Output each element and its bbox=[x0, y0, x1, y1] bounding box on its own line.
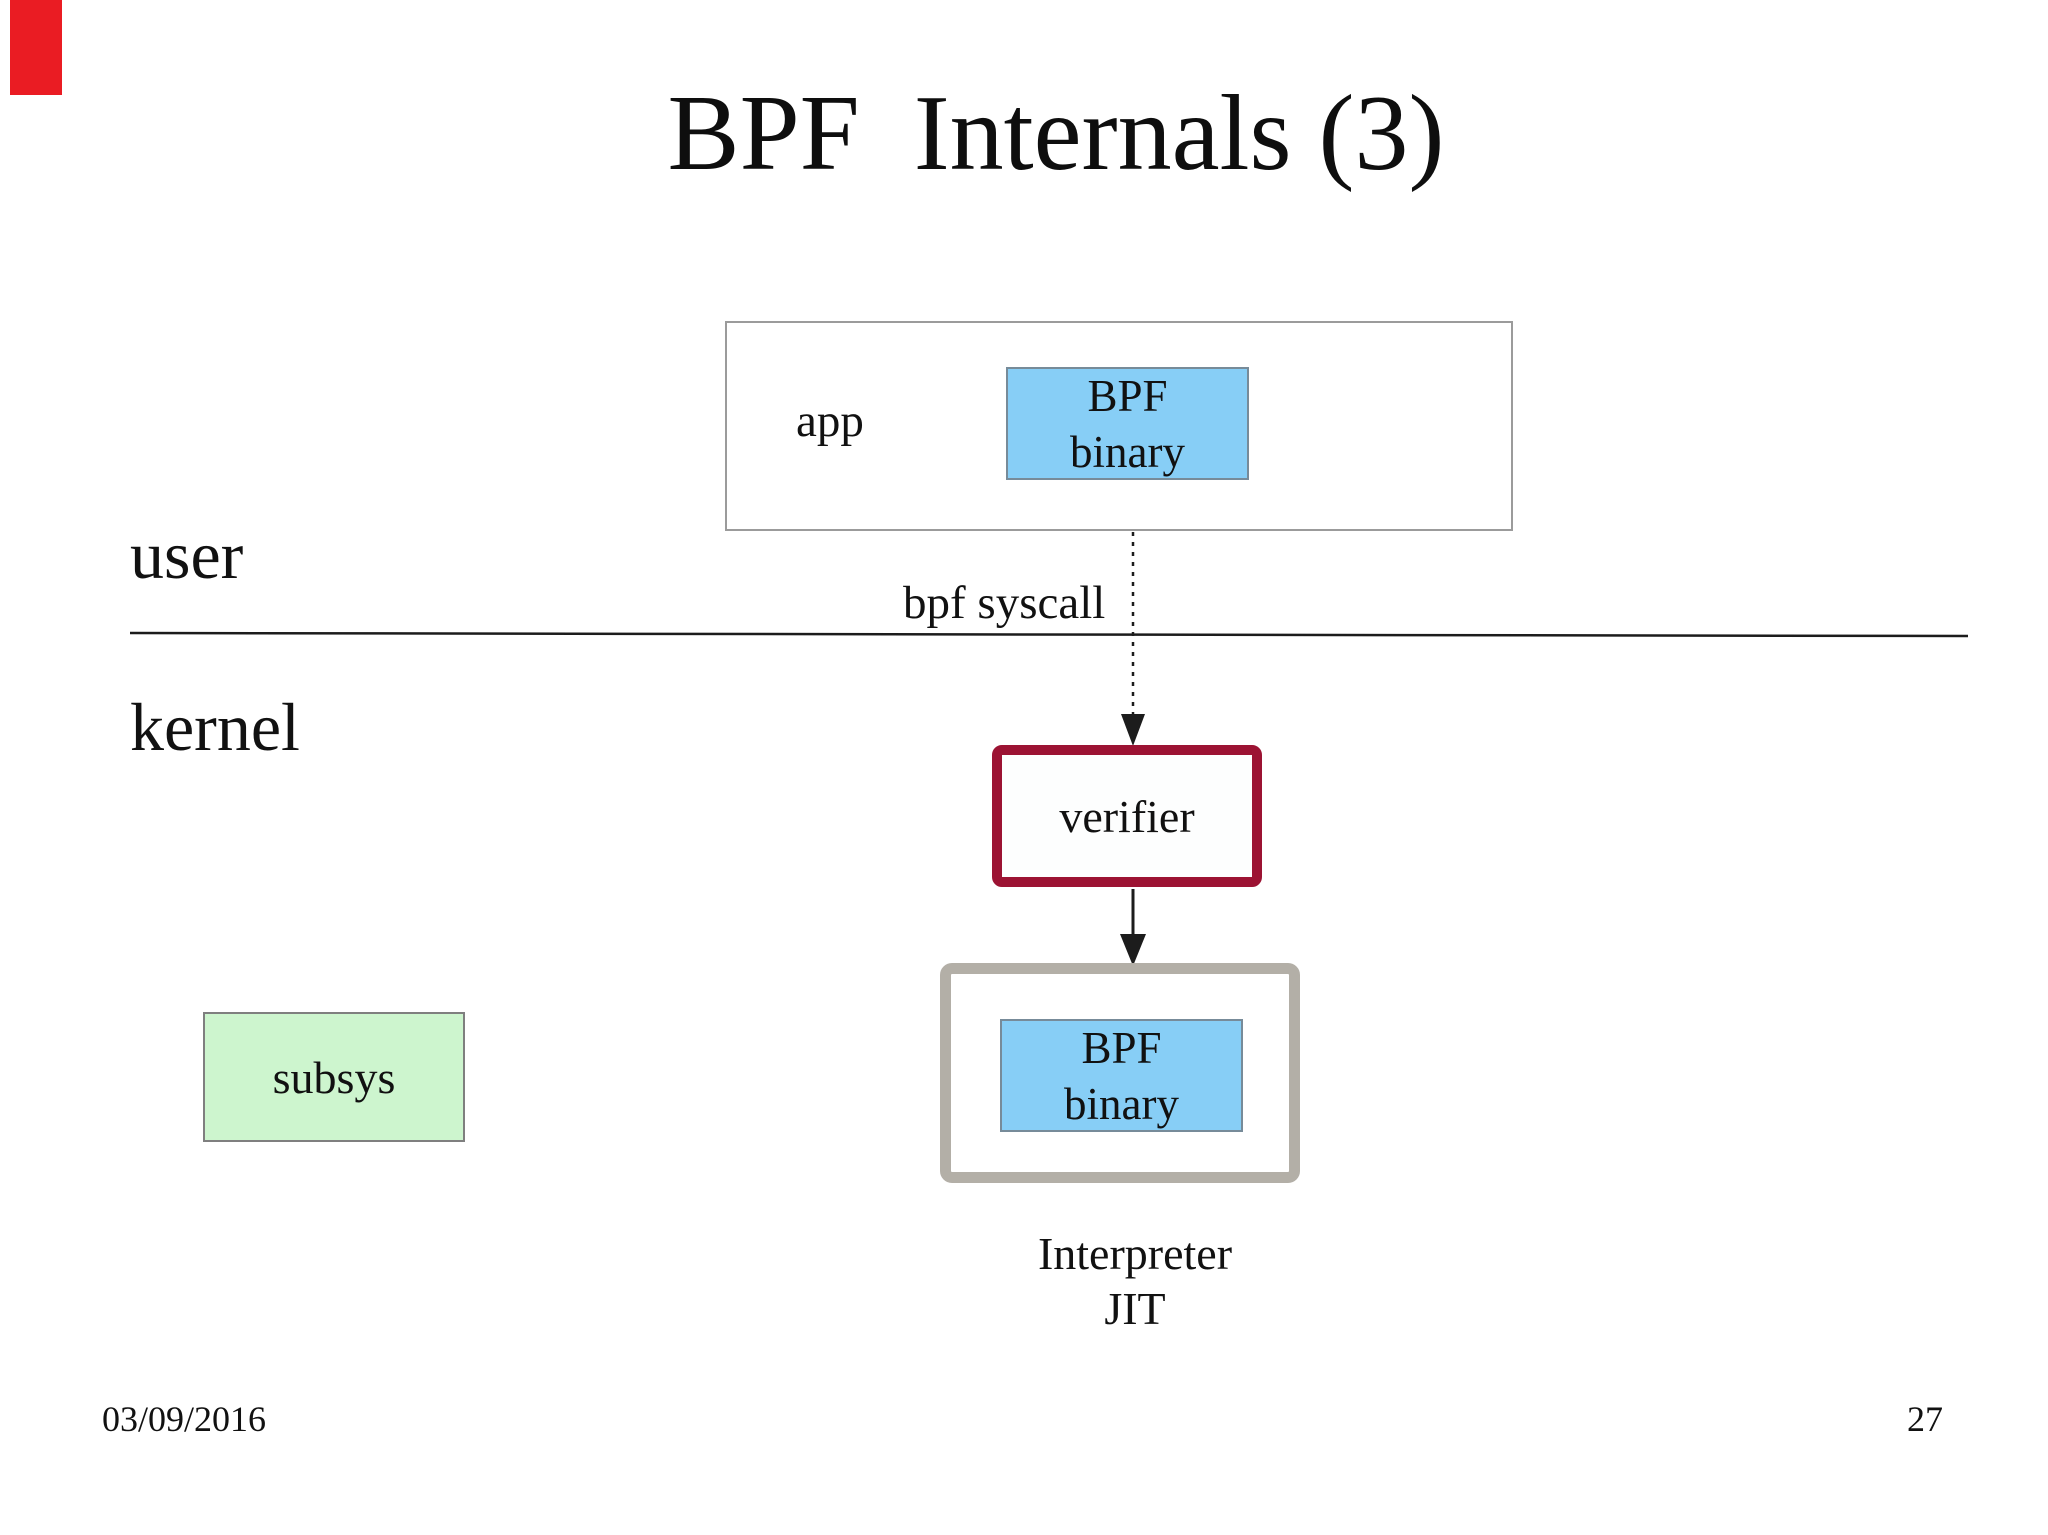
interpreter-caption: Interpreter bbox=[1037, 1228, 1233, 1279]
bpf-syscall-arrowhead bbox=[1121, 714, 1145, 746]
red-corner-marker bbox=[10, 0, 62, 95]
bpf-syscall-label: bpf syscall bbox=[903, 577, 1106, 629]
bpf-binary-line2: binary bbox=[1070, 426, 1185, 477]
app-label: app bbox=[796, 395, 864, 447]
user-region-label: user bbox=[130, 517, 244, 593]
bpf-binary-box-kernel: BPF binary bbox=[1000, 1019, 1243, 1132]
jit-caption: JIT bbox=[1104, 1283, 1166, 1334]
verifier-box: verifier bbox=[992, 745, 1262, 887]
bpf-binary-line1: BPF bbox=[1087, 370, 1168, 421]
slide-title: BPF Internals (3) bbox=[667, 74, 1445, 193]
page-number: 27 bbox=[1907, 1399, 1943, 1439]
bpf-binary-box-user: BPF binary bbox=[1006, 367, 1249, 480]
subsys-box: subsys bbox=[203, 1012, 465, 1142]
bpf-binary-line2: binary bbox=[1064, 1078, 1179, 1129]
kernel-region-label: kernel bbox=[130, 689, 300, 765]
verifier-label: verifier bbox=[1059, 790, 1195, 842]
bpf-binary-line1: BPF bbox=[1081, 1022, 1162, 1073]
verifier-to-runtime-arrowhead bbox=[1120, 934, 1146, 966]
subsys-label: subsys bbox=[272, 1051, 396, 1103]
footer-date: 03/09/2016 bbox=[102, 1399, 267, 1439]
user-kernel-divider-line bbox=[129, 631, 1969, 638]
